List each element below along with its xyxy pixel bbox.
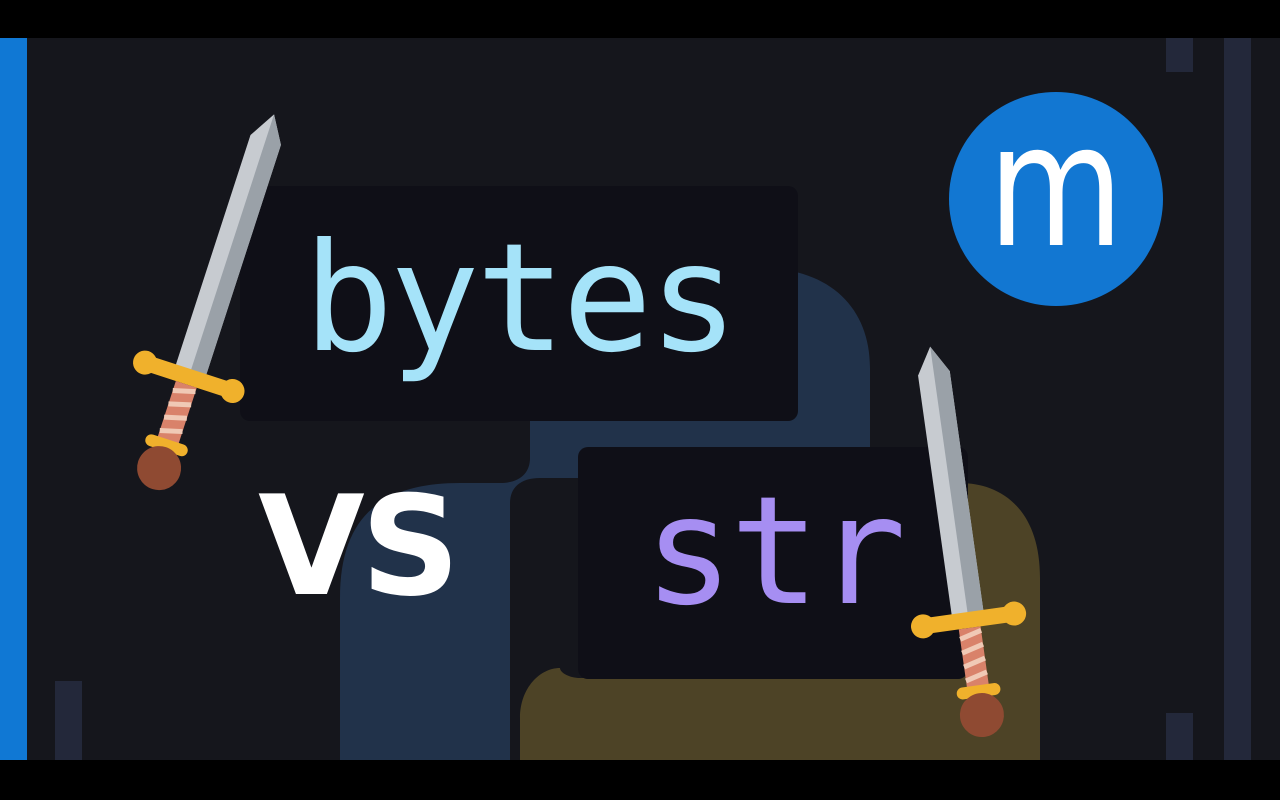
decor-block bbox=[1166, 38, 1193, 72]
versus-text: VS bbox=[258, 466, 460, 627]
decor-block bbox=[1166, 713, 1193, 760]
right-sword-icon bbox=[911, 346, 1027, 738]
bytes-word: bytes bbox=[303, 211, 739, 386]
decor-stripe bbox=[1224, 38, 1251, 760]
bytes-label-box: bytes bbox=[240, 186, 798, 421]
left-sword-icon bbox=[133, 114, 281, 491]
logo-letter: m bbox=[988, 88, 1124, 286]
thumbnail-canvas: bytes str VS m bbox=[0, 38, 1280, 760]
decor-block bbox=[55, 681, 82, 760]
m-logo-icon: m bbox=[949, 92, 1163, 306]
str-word: str bbox=[643, 465, 907, 639]
accent-bar bbox=[0, 38, 27, 760]
str-label-box: str bbox=[578, 447, 968, 679]
